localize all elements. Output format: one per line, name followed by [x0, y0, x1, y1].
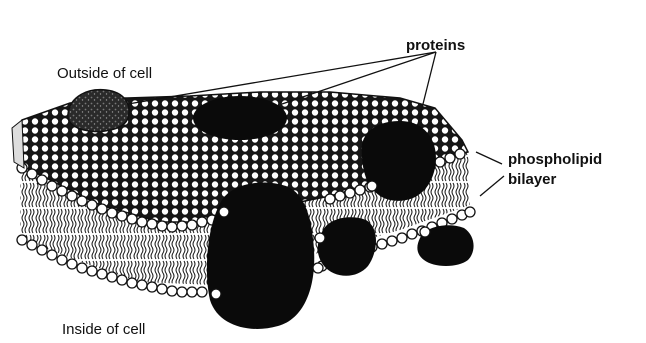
label-outside-of-cell: Outside of cell [57, 65, 152, 82]
protein-top-channel [193, 96, 287, 140]
left-cut-edge [12, 120, 24, 168]
bilayer-bracket [476, 152, 504, 196]
label-inside-of-cell: Inside of cell [62, 321, 145, 338]
protein-transmembrane-large [207, 182, 314, 328]
label-bilayer: bilayer [508, 171, 557, 188]
label-proteins: proteins [406, 37, 465, 54]
protein-lower-middle [318, 217, 376, 275]
protein-outer-surface [68, 90, 129, 132]
label-phospholipid: phospholipid [508, 151, 602, 168]
